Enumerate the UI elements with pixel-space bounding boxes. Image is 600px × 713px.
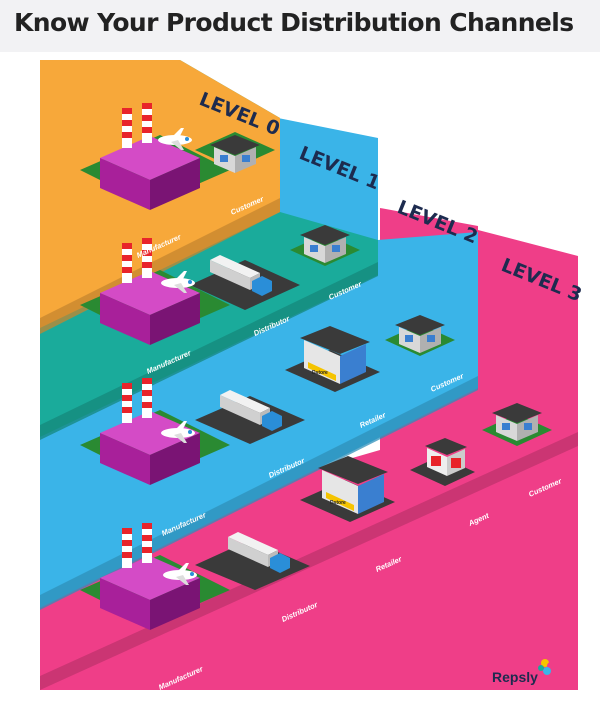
distributor-truck-icon xyxy=(228,532,290,573)
truck-road-3 xyxy=(195,540,310,590)
customer-house-icon xyxy=(395,315,445,353)
brand-name: Repsly xyxy=(492,669,538,685)
distribution-diagram: LEVEL 0 LEVEL 1 LEVEL 2 LEVEL 3 xyxy=(40,60,585,692)
level-1-wall xyxy=(40,60,378,437)
distributor-truck-icon xyxy=(210,255,272,296)
agent-shop-icon xyxy=(425,438,467,476)
customer-house-icon xyxy=(210,135,260,173)
plane-icon xyxy=(161,421,195,443)
plane-icon xyxy=(163,563,197,585)
level-3-floor-edge xyxy=(40,432,578,690)
page-title: Know Your Product Distribution Channels xyxy=(14,8,574,37)
store-sign-text: Dstore xyxy=(312,370,328,376)
manufacturer-factory-3 xyxy=(100,523,200,630)
customer-house-icon xyxy=(492,403,542,441)
distributor-truck-icon xyxy=(220,390,282,431)
store-sign-text: Dstore xyxy=(330,500,346,506)
repsly-logo-icon xyxy=(538,659,555,675)
customer-house-icon xyxy=(300,225,350,263)
plane-icon xyxy=(158,128,192,150)
plane-icon xyxy=(161,271,195,293)
manufacturer-factory-2 xyxy=(100,378,200,485)
retailer-store-icon: Dstore xyxy=(318,456,388,514)
manufacturer-factory-0 xyxy=(100,103,200,210)
retailer-store-icon: Dstore xyxy=(300,326,370,384)
header-bar: Know Your Product Distribution Channels xyxy=(0,0,600,52)
